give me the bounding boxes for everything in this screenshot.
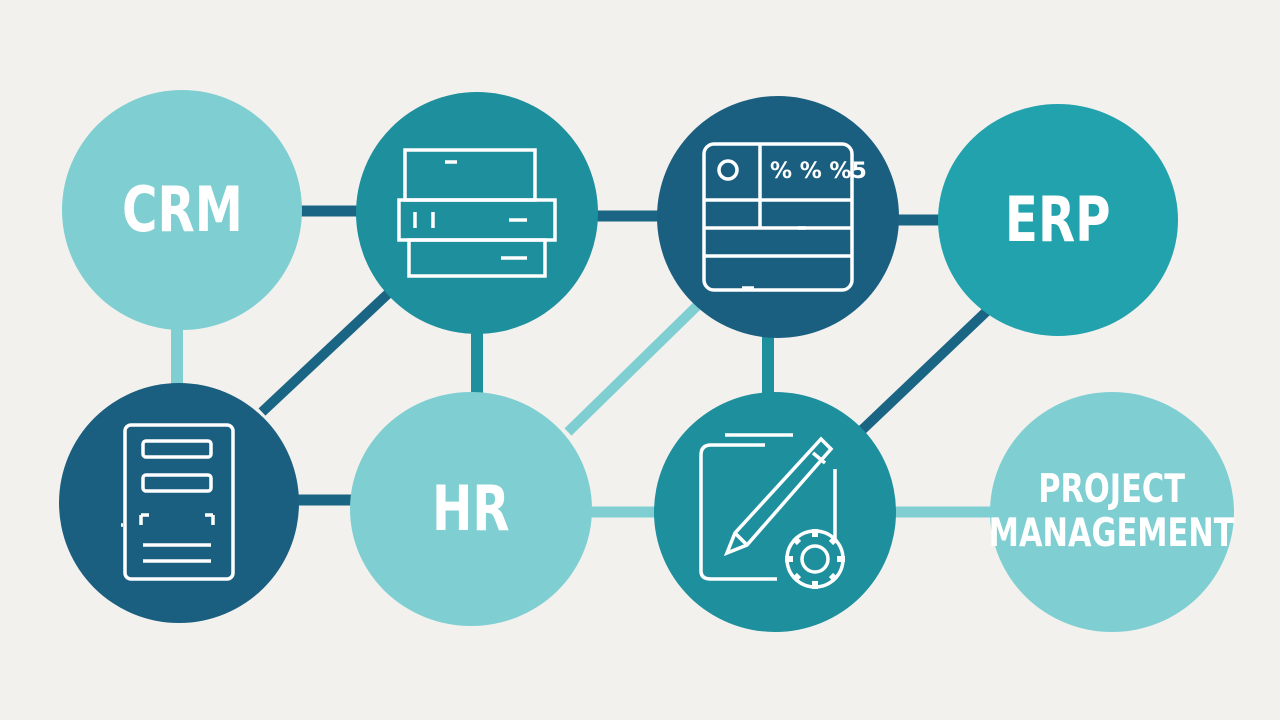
node-crm-label: CRM: [121, 173, 243, 246]
connector-hr-dashboard: [564, 299, 704, 436]
node-project-management-label: PROJECT MANAGEMENT: [989, 467, 1235, 556]
node-crm: CRM: [62, 90, 302, 330]
node-erp: ERP: [938, 104, 1178, 336]
node-database: [356, 92, 598, 334]
connector-editing-erp: [858, 306, 992, 434]
connector-documents-database: [258, 286, 396, 416]
pen-gear-icon: [699, 433, 845, 589]
node-editing: [654, 392, 896, 632]
dashboard-grid-icon: % % %5: [702, 142, 867, 292]
server-stack-icon: [397, 148, 557, 278]
node-dashboard: % % %5: [657, 96, 899, 338]
node-hr-label: HR: [432, 472, 510, 545]
dashboard-icon-text: % % %5: [770, 159, 867, 184]
document-list-icon: [121, 423, 235, 581]
node-project-management: PROJECT MANAGEMENT: [989, 392, 1235, 632]
node-documents: [59, 383, 299, 623]
node-erp-label: ERP: [1005, 183, 1111, 256]
node-hr: HR: [350, 392, 592, 626]
